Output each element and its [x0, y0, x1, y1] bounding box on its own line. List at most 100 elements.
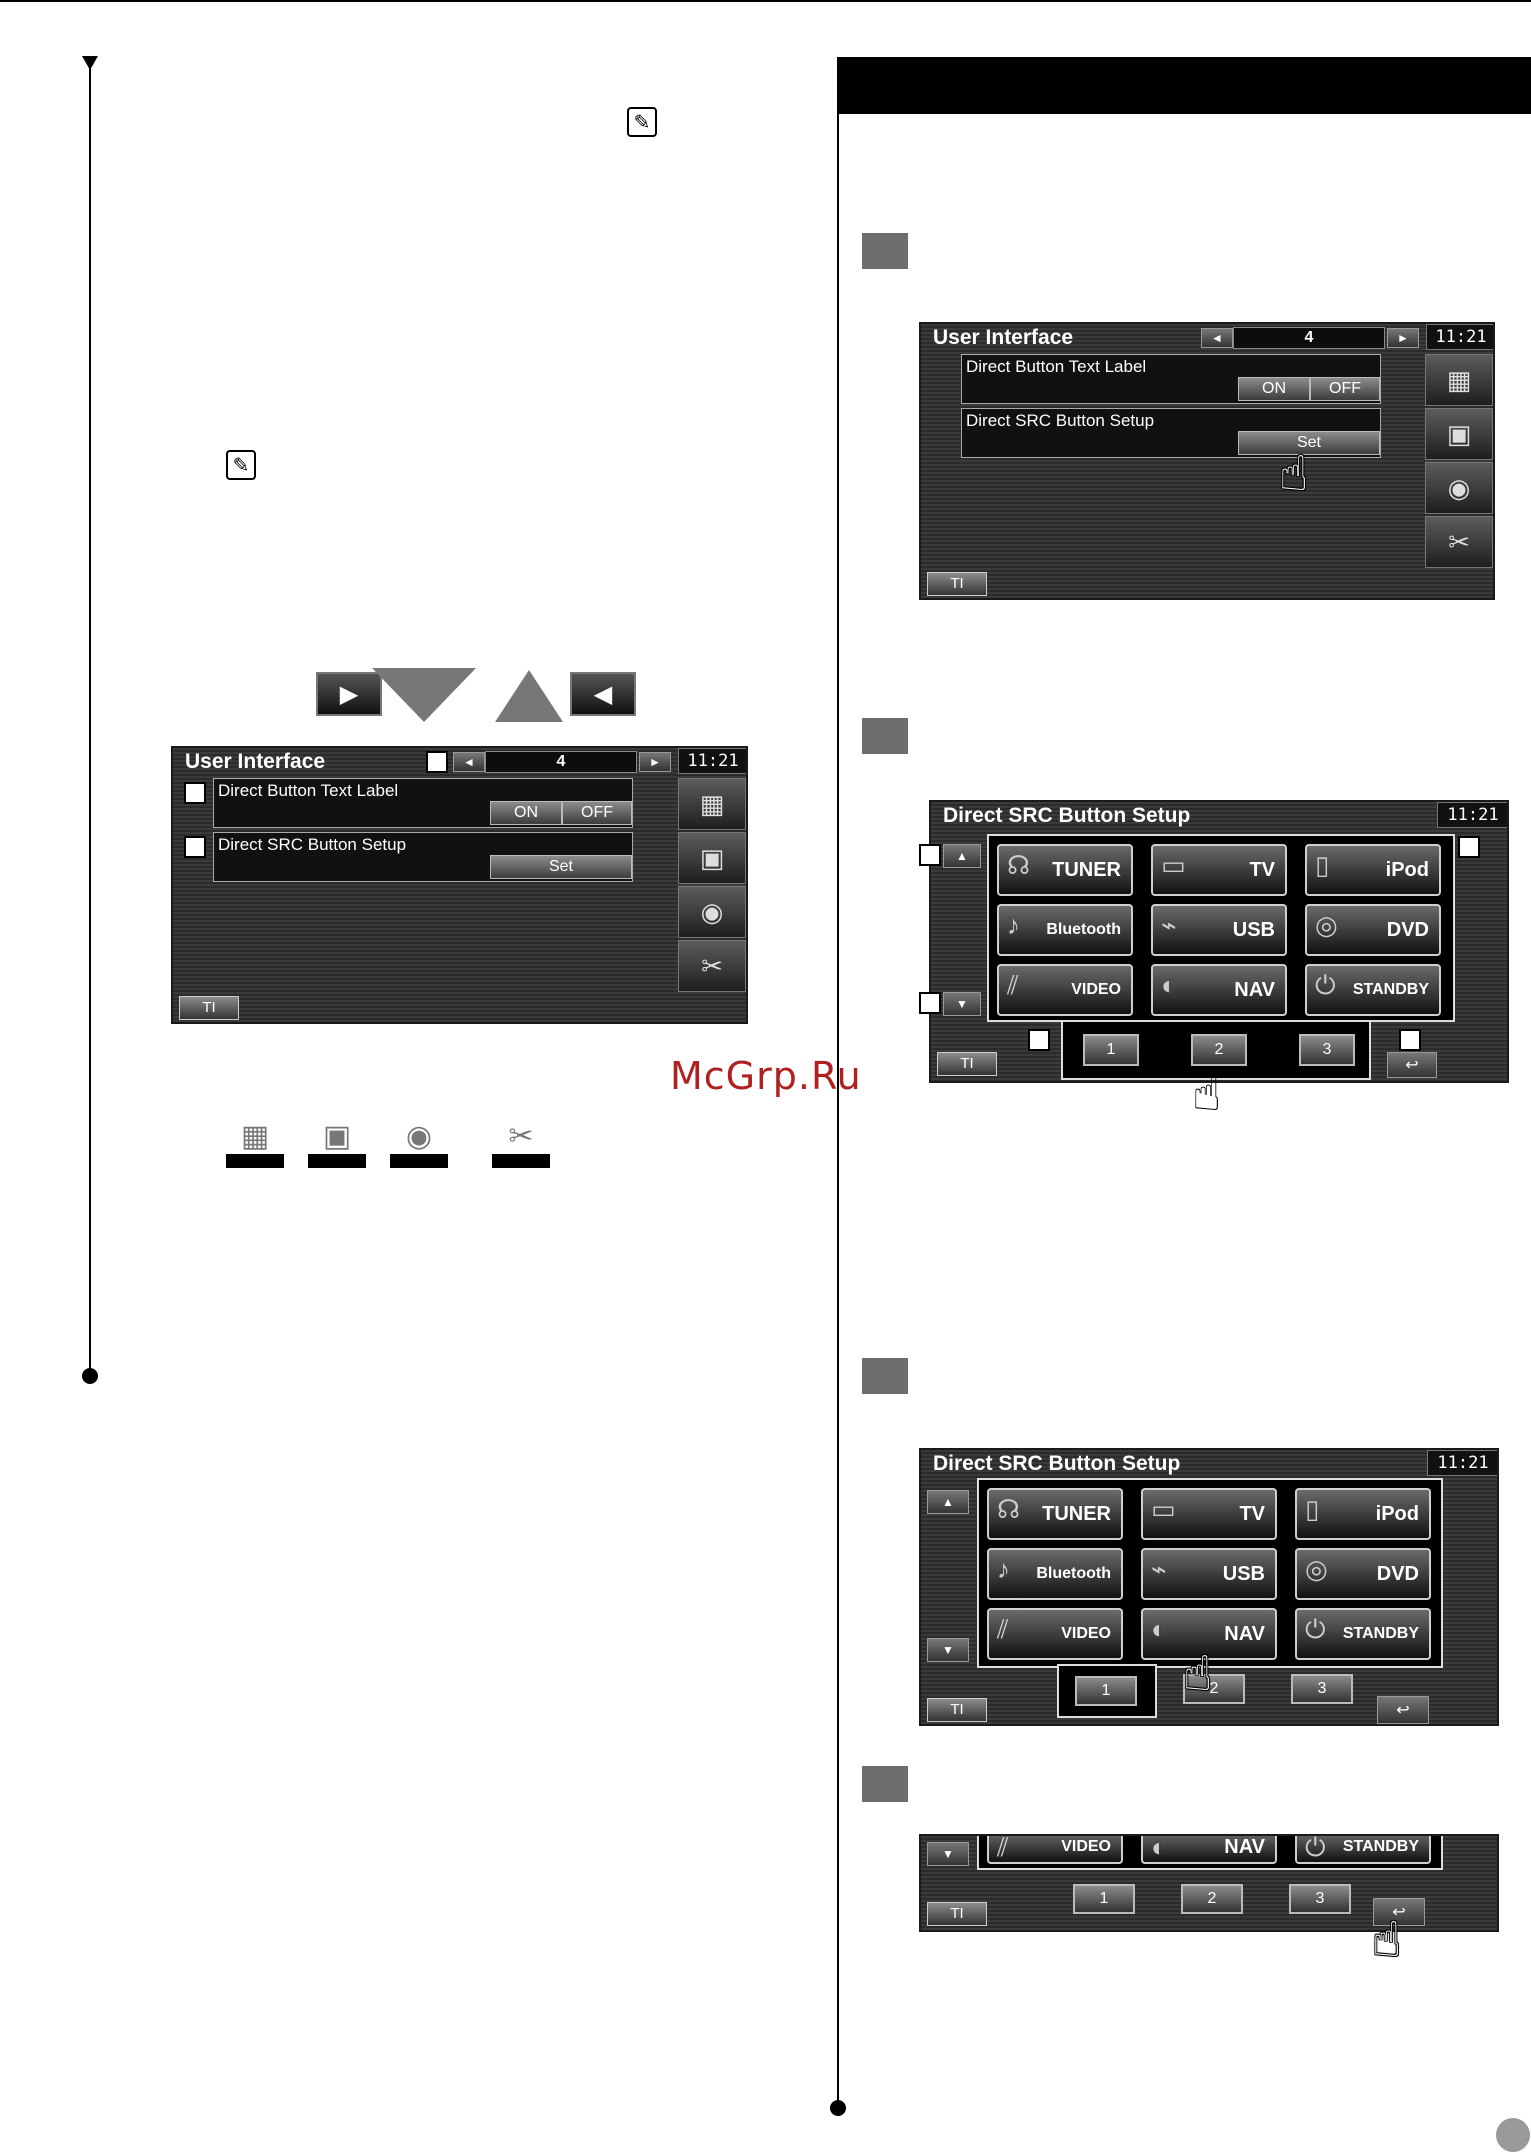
- direct-src-screen-step4: ▼ ⫽VIDEO ◐NAV ⏻STANDBY 1 2 3 TI ↩: [919, 1834, 1499, 1932]
- src-bluetooth-button[interactable]: ♪Bluetooth: [987, 1548, 1123, 1600]
- pager-next-button[interactable]: ►: [639, 752, 671, 772]
- ti-button[interactable]: TI: [927, 572, 987, 596]
- left-flow-end-dot: [82, 1368, 98, 1384]
- left-flow-arrow: [82, 56, 98, 70]
- scroll-down-button[interactable]: ▼: [927, 1842, 969, 1866]
- scroll-up-button[interactable]: ▲: [927, 1490, 969, 1514]
- off-button[interactable]: OFF: [562, 801, 632, 825]
- src-dvd-button[interactable]: ◎DVD: [1295, 1548, 1431, 1600]
- group-1-button[interactable]: 1: [1075, 1676, 1137, 1706]
- usb-icon: ⌁: [1151, 1554, 1167, 1584]
- src-tv-button[interactable]: ▭TV: [1141, 1488, 1277, 1540]
- off-button[interactable]: OFF: [1310, 377, 1380, 401]
- sidebar-display-icon[interactable]: ▣: [678, 832, 746, 884]
- src-usb-button[interactable]: ⌁USB: [1141, 1548, 1277, 1600]
- group-2-button[interactable]: 2: [1181, 1884, 1243, 1914]
- src-nav-button[interactable]: ◐NAV: [1151, 964, 1287, 1016]
- nav-icon: ◐: [1151, 1614, 1167, 1644]
- video-icon: ⫽: [997, 1614, 1009, 1644]
- clock: 11:21: [1437, 802, 1507, 828]
- callout-marker: [426, 751, 448, 773]
- set-button[interactable]: Set: [490, 855, 632, 879]
- direct-src-screen-step2: Direct SRC Button Setup 11:21 ▲ ▼ ☊TUNER…: [929, 800, 1509, 1083]
- src-tv-button[interactable]: ▭TV: [1151, 844, 1287, 896]
- group-3-button[interactable]: 3: [1299, 1034, 1355, 1066]
- on-button[interactable]: ON: [490, 801, 562, 825]
- on-button[interactable]: ON: [1238, 377, 1310, 401]
- scroll-up-button[interactable]: ▲: [943, 844, 981, 868]
- src-tuner-button[interactable]: ☊TUNER: [987, 1488, 1123, 1540]
- callout-marker: [919, 844, 941, 866]
- pointing-hand-icon: ☝: [1372, 1914, 1402, 1967]
- bluetooth-icon: ♪: [997, 1554, 1010, 1584]
- src-nav-button[interactable]: ◐NAV: [1141, 1608, 1277, 1660]
- direct-src-screen-step3: Direct SRC Button Setup 11:21 ▲ ▼ ☊TUNER…: [919, 1448, 1499, 1726]
- src-video-button[interactable]: ⫽VIDEO: [997, 964, 1133, 1016]
- src-video-button[interactable]: ⫽VIDEO: [987, 1608, 1123, 1660]
- src-video-button[interactable]: ⫽VIDEO: [987, 1834, 1123, 1864]
- ti-button[interactable]: TI: [927, 1902, 987, 1926]
- usb-icon: ⌁: [1161, 910, 1177, 940]
- step-marker-3: [862, 1358, 908, 1394]
- ipod-icon: ▯: [1305, 1494, 1320, 1524]
- ipod-icon: ▯: [1315, 850, 1330, 880]
- watermark: McGrp.Ru: [670, 1054, 862, 1098]
- right-flow-end-dot: [830, 2100, 846, 2116]
- group-3-button[interactable]: 3: [1291, 1674, 1353, 1704]
- src-tuner-button[interactable]: ☊TUNER: [997, 844, 1133, 896]
- source-button-grid: ⫽VIDEO ◐NAV ⏻STANDBY: [977, 1834, 1443, 1870]
- step-marker-4: [862, 1766, 908, 1802]
- src-ipod-button[interactable]: ▯iPod: [1305, 844, 1441, 896]
- clock: 11:21: [1426, 324, 1493, 350]
- group-3-button[interactable]: 3: [1289, 1884, 1351, 1914]
- group-2-button[interactable]: 2: [1191, 1034, 1247, 1066]
- pointing-hand-icon: ☝: [1192, 1068, 1222, 1121]
- wrench-icon: ✎: [627, 107, 657, 137]
- sidebar-speaker-icon[interactable]: ◉: [1425, 462, 1493, 514]
- ti-button[interactable]: TI: [937, 1052, 997, 1076]
- callout-marker: [1028, 1029, 1050, 1051]
- return-button[interactable]: ↩: [1377, 1696, 1429, 1724]
- src-dvd-button[interactable]: ◎DVD: [1305, 904, 1441, 956]
- pager-prev-button[interactable]: ◄: [453, 752, 485, 772]
- video-icon: ⫽: [997, 1834, 1009, 1862]
- group-1-button[interactable]: 1: [1083, 1034, 1139, 1066]
- right-flow-line: [837, 57, 839, 2109]
- src-standby-button[interactable]: ⏻STANDBY: [1295, 1836, 1431, 1864]
- ti-button[interactable]: TI: [179, 996, 239, 1020]
- user-interface-screen-step1: User Interface ◄ 4 ► 11:21 Direct Button…: [919, 322, 1495, 600]
- sidebar-speaker-icon[interactable]: ◉: [678, 886, 746, 938]
- return-button[interactable]: ↩: [1373, 1898, 1425, 1926]
- callout-marker: [919, 992, 941, 1014]
- clock: 11:21: [678, 748, 746, 774]
- up-triangle-icon: [495, 670, 563, 722]
- scroll-down-button[interactable]: ▼: [943, 992, 981, 1016]
- pointing-hand-icon: ☝: [1183, 1648, 1213, 1701]
- sidebar-audio-icon[interactable]: ▦: [1425, 354, 1493, 406]
- sidebar-setup-icon[interactable]: ✂: [678, 940, 746, 992]
- src-standby-button[interactable]: ⏻STANDBY: [1295, 1608, 1431, 1660]
- return-button[interactable]: ↩: [1387, 1052, 1437, 1078]
- left-arrow-button-icon: ◀: [570, 672, 636, 716]
- sidebar-display-icon[interactable]: ▣: [1425, 408, 1493, 460]
- tuner-icon: ☊: [1007, 850, 1031, 880]
- scroll-down-button[interactable]: ▼: [927, 1638, 969, 1662]
- set-button[interactable]: Set: [1238, 431, 1380, 455]
- group-1-button[interactable]: 1: [1073, 1884, 1135, 1914]
- screen-title: Direct SRC Button Setup: [943, 804, 1191, 827]
- sidebar-audio-icon[interactable]: ▦: [678, 778, 746, 830]
- src-ipod-button[interactable]: ▯iPod: [1295, 1488, 1431, 1540]
- row-label: Direct SRC Button Setup: [966, 411, 1155, 430]
- left-flow-line: [89, 66, 91, 1374]
- top-rule: [0, 0, 1531, 2]
- src-standby-button[interactable]: ⏻STANDBY: [1305, 964, 1441, 1016]
- group-2-button[interactable]: 2: [1183, 1674, 1245, 1704]
- sidebar-setup-icon[interactable]: ✂: [1425, 516, 1493, 568]
- src-nav-button[interactable]: ◐NAV: [1141, 1836, 1277, 1864]
- src-usb-button[interactable]: ⌁USB: [1151, 904, 1287, 956]
- direct-button-text-label-row: Direct Button Text Label ON OFF: [213, 778, 633, 828]
- pager-prev-button[interactable]: ◄: [1201, 328, 1233, 348]
- pager-next-button[interactable]: ►: [1387, 328, 1419, 348]
- src-bluetooth-button[interactable]: ♪Bluetooth: [997, 904, 1133, 956]
- ti-button[interactable]: TI: [927, 1698, 987, 1722]
